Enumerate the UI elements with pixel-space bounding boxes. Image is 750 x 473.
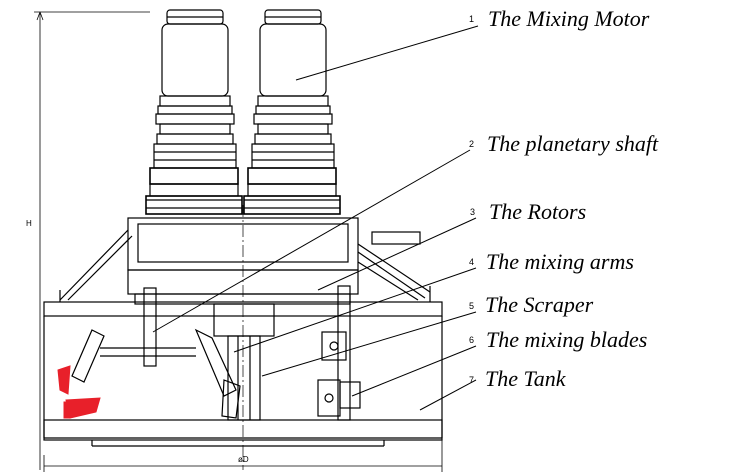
callout-label-mixing-arms: The mixing arms [486, 249, 634, 274]
callout-number-2: 2 [469, 139, 475, 149]
callout-label-mixing-blades: The mixing blades [486, 327, 648, 352]
callout-label-rotors: The Rotors [489, 199, 587, 224]
leader-lines [152, 25, 479, 411]
height-dimension-label: H [26, 219, 32, 228]
callout-number-6: 6 [469, 335, 475, 345]
callout-label-scraper: The Scraper [485, 292, 594, 317]
callout-number-7: 7 [469, 375, 475, 385]
callout-number-1: 1 [469, 14, 475, 24]
callout-number-5: 5 [469, 301, 475, 311]
diameter-dimension-label: øD [238, 455, 249, 464]
callout-number-3: 3 [470, 207, 476, 217]
left-mixing-motor [145, 9, 243, 215]
callout-label-tank: The Tank [485, 366, 566, 391]
tank [43, 301, 443, 447]
rotor-housing [127, 217, 421, 305]
planetary-shaft [213, 303, 275, 421]
left-mixing-arm [71, 287, 241, 419]
callout-label-planetary-shaft: The planetary shaft [487, 131, 659, 156]
callout-label-mixing-motor: The Mixing Motor [488, 6, 650, 31]
right-mixing-motor [243, 9, 341, 215]
height-dimension-line [34, 11, 150, 470]
callout-number-4: 4 [469, 257, 475, 267]
support-frame [59, 229, 431, 302]
scraper-highlight [57, 365, 101, 419]
